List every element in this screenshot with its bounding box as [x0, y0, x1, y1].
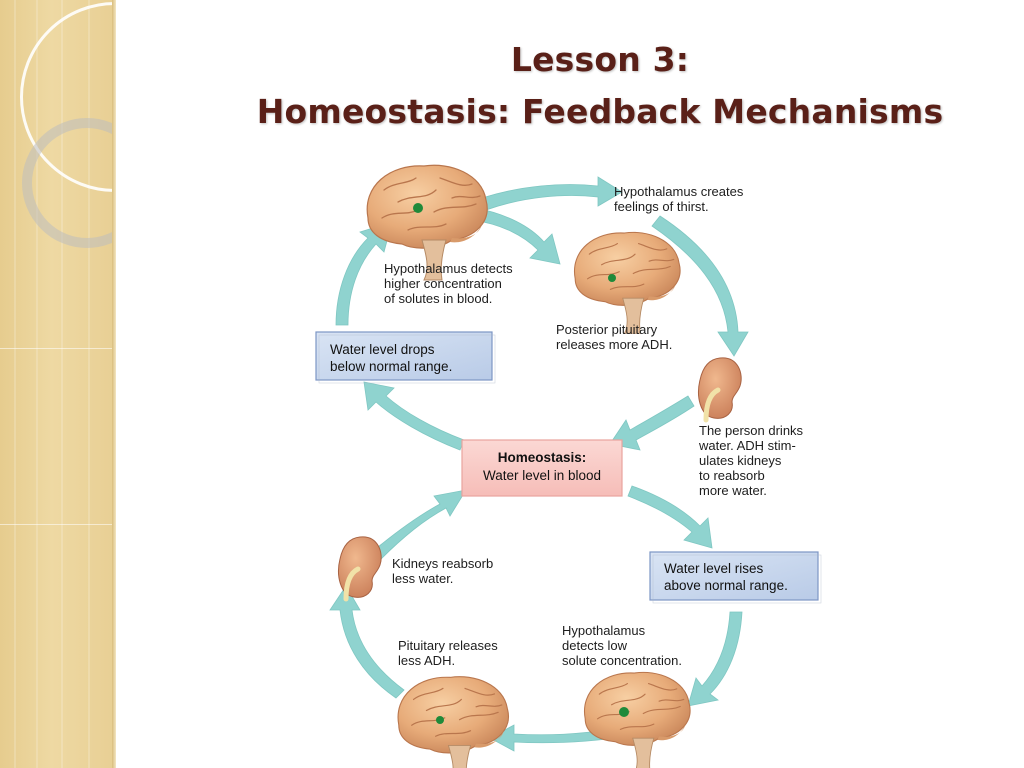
label-more-adh: Posterior pituitary releases more ADH. [556, 322, 672, 352]
label-reabsorb-less: Kidneys reabsorb less water. [392, 556, 493, 586]
box-water-level-rises: Water level rises above normal range. [649, 551, 822, 604]
svg-text:less ADH.: less ADH. [398, 653, 455, 668]
box-rise-line-2: above normal range. [664, 578, 788, 593]
feedback-arrows [329, 176, 749, 752]
svg-text:higher concentration: higher concentration [384, 276, 502, 291]
box-drop-line-2: below normal range. [330, 359, 452, 374]
svg-text:of solutes in blood.: of solutes in blood. [384, 291, 492, 306]
svg-text:Hypothalamus creates: Hypothalamus creates [614, 184, 744, 199]
svg-text:Kidneys reabsorb: Kidneys reabsorb [392, 556, 493, 571]
label-detects-high: Hypothalamus detects higher concentratio… [384, 261, 513, 306]
box-rise-line-1: Water level rises [664, 561, 764, 576]
homeostasis-heading: Homeostasis: [498, 450, 587, 465]
arrow-to-homeostasis-from-kidney [609, 395, 695, 451]
arrow-up-left-side [329, 585, 405, 699]
arrow-rise-down [687, 611, 743, 707]
homeostasis-feedback-diagram: Water level drops below normal range. Ho… [315, 164, 822, 768]
arrow-kidney-to-homeostasis [371, 489, 467, 561]
svg-text:solute concentration.: solute concentration. [562, 653, 682, 668]
svg-text:water. ADH stim-: water. ADH stim- [698, 438, 796, 453]
label-thirst: Hypothalamus creates feelings of thirst. [614, 184, 744, 214]
brain-icon-pituitary-top [573, 231, 681, 334]
pituitary-dot-bottom-icon [436, 716, 444, 724]
arrow-homeostasis-to-drop [363, 381, 465, 451]
pituitary-dot-icon [608, 274, 616, 282]
label-less-adh: Pituitary releases less ADH. [398, 638, 498, 668]
svg-text:detects low: detects low [562, 638, 628, 653]
arrow-to-pituitary [471, 207, 561, 265]
arrow-to-thirst [481, 176, 623, 211]
svg-text:to reabsorb: to reabsorb [699, 468, 765, 483]
box-water-level-drops: Water level drops below normal range. [315, 331, 496, 384]
slide-title-line-2: Homeostasis: Feedback Mechanisms [256, 92, 944, 131]
kidney-icon-left [339, 537, 382, 599]
label-drinks: The person drinks water. ADH stim- ulate… [698, 423, 804, 498]
svg-text:more water.: more water. [699, 483, 767, 498]
box-homeostasis-center: Homeostasis: Water level in blood [461, 439, 623, 497]
box-drop-line-1: Water level drops [330, 342, 435, 357]
svg-text:Pituitary releases: Pituitary releases [398, 638, 498, 653]
slide-title-line-1: Lesson 3: [510, 40, 690, 79]
svg-text:releases more ADH.: releases more ADH. [556, 337, 672, 352]
svg-text:The person drinks: The person drinks [699, 423, 804, 438]
arrow-down-to-kidney [651, 215, 749, 357]
svg-text:Hypothalamus detects: Hypothalamus detects [384, 261, 513, 276]
svg-text:feelings of thirst.: feelings of thirst. [614, 199, 709, 214]
decorative-side-panel [0, 0, 115, 768]
svg-text:Posterior pituitary: Posterior pituitary [556, 322, 658, 337]
decorative-ring-small [22, 118, 115, 248]
brain-icon-bottom-left [397, 676, 510, 768]
label-detects-low: Hypothalamus detects low solute concentr… [562, 623, 682, 668]
kidney-icon-right [699, 358, 742, 420]
homeostasis-text: Water level in blood [483, 468, 601, 483]
svg-text:less water.: less water. [392, 571, 453, 586]
svg-text:Hypothalamus: Hypothalamus [562, 623, 646, 638]
hypothalamus-dot-icon [413, 203, 423, 213]
svg-text:ulates kidneys: ulates kidneys [699, 453, 782, 468]
side-panel-edge [112, 0, 116, 768]
hypothalamus-dot-bottom-icon [619, 707, 629, 717]
arrow-homeostasis-to-rise [627, 485, 713, 549]
brain-icon-bottom-right [583, 671, 691, 768]
